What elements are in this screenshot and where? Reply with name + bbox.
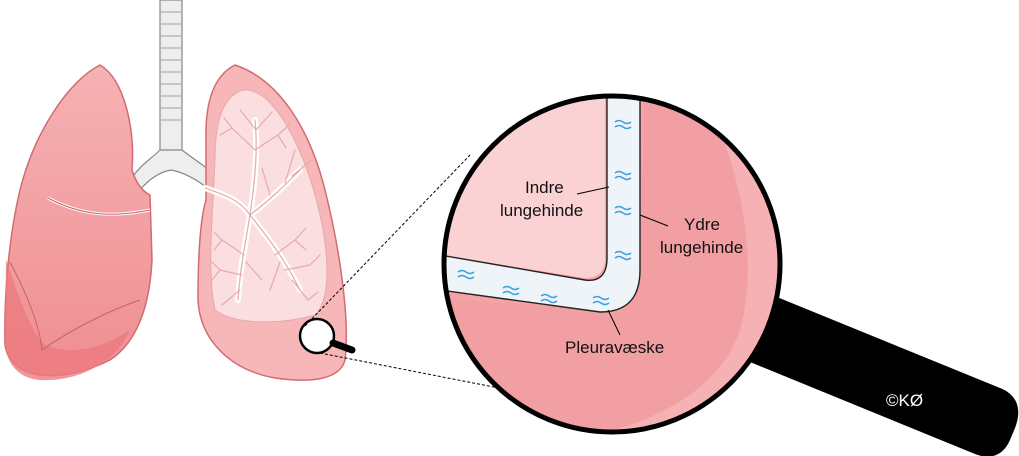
label-outer-pleura-2: lungehinde (660, 238, 743, 257)
magnifier-rim (441, 93, 783, 435)
label-outer-pleura-1: Ydre (684, 215, 720, 234)
leader-lines (576, 186, 669, 336)
magnifier-lens (444, 96, 780, 432)
label-pleural-fluid: Pleuravæske (565, 338, 664, 357)
right-lung (197, 64, 348, 381)
label-inner-pleura-1: Indre (525, 178, 564, 197)
label-inner-pleura-2: lungehinde (500, 201, 583, 220)
left-lung (4, 64, 153, 381)
pleural-fluid-waves (457, 119, 632, 306)
magnifier-handle (736, 293, 1019, 456)
small-magnifier (298, 317, 356, 355)
copyright-text: ©KØ (886, 391, 923, 410)
